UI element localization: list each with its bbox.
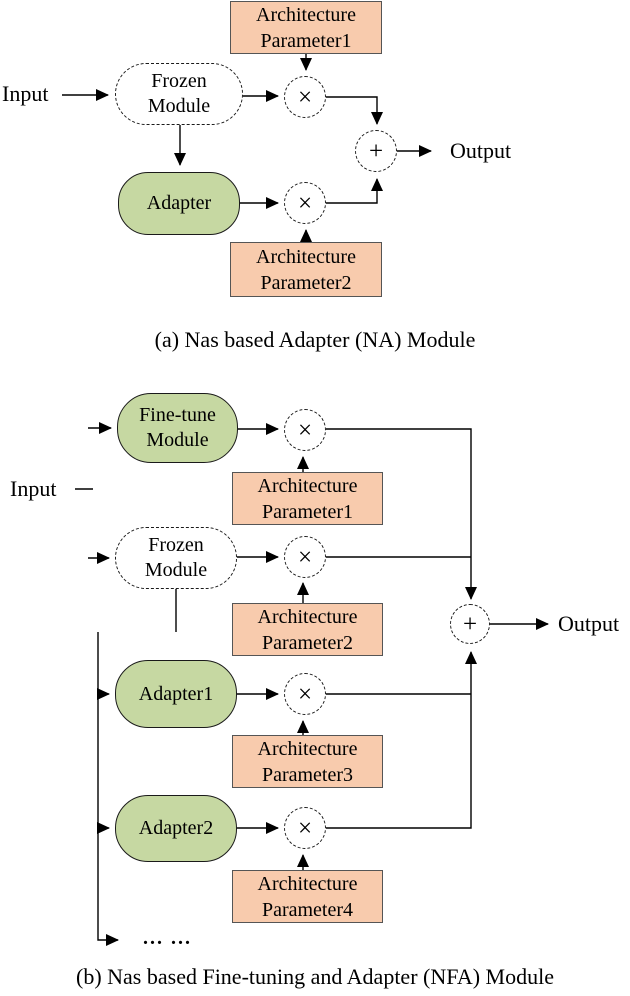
b-frozen-line2: Module bbox=[144, 559, 208, 581]
b-arch-param3-box: Architecture Parameter3 bbox=[232, 735, 383, 788]
b-arch-param4-line2: Parameter4 bbox=[261, 898, 354, 921]
a-caption: (a) Nas based Adapter (NA) Module bbox=[154, 327, 476, 352]
multiply-icon: × bbox=[297, 680, 313, 708]
b-arch-param4-box: Architecture Parameter4 bbox=[232, 870, 383, 923]
b-fine-tune-line2: Module bbox=[146, 429, 209, 451]
b-multiply-node-3: × bbox=[284, 673, 326, 715]
b-adapter2-label: Adapter2 bbox=[138, 817, 214, 839]
a-multiply-node-2: × bbox=[284, 182, 326, 224]
plus-icon: + bbox=[368, 137, 384, 165]
b-arch-param2-box: Architecture Parameter2 bbox=[232, 603, 383, 656]
a-arch-param1-line1: Architecture bbox=[256, 3, 356, 26]
b-fine-tune-line1: Fine-tune bbox=[139, 404, 216, 426]
a-frozen-line1: Frozen bbox=[151, 70, 207, 92]
a-adapter-label: Adapter bbox=[146, 192, 212, 214]
a-multiply-node-1: × bbox=[284, 76, 326, 118]
b-adapter2-node: Adapter2 bbox=[115, 795, 237, 862]
b-fine-tune-module-node: Fine-tune Module bbox=[117, 393, 238, 463]
multiply-icon: × bbox=[297, 814, 313, 842]
multiply-icon: × bbox=[297, 416, 313, 444]
multiply-icon: × bbox=[297, 189, 313, 217]
b-add-node: + bbox=[450, 604, 490, 644]
b-arch-param4-line1: Architecture bbox=[257, 872, 358, 895]
b-ellipsis-label: ... ... bbox=[143, 927, 192, 949]
b-arch-param2-line1: Architecture bbox=[257, 605, 358, 628]
b-adapter1-label: Adapter1 bbox=[138, 682, 214, 705]
multiply-icon: × bbox=[297, 543, 313, 571]
a-arch-param2-line2: Parameter2 bbox=[260, 271, 352, 294]
a-arch-param2-line1: Architecture bbox=[256, 245, 356, 268]
b-multiply-node-4: × bbox=[284, 807, 326, 849]
b-frozen-line1: Frozen bbox=[148, 534, 204, 556]
b-arch-param1-line1: Architecture bbox=[257, 474, 358, 497]
a-arch-param1-line2: Parameter1 bbox=[260, 29, 352, 52]
a-arch-param1-box: Architecture Parameter1 bbox=[230, 1, 382, 54]
a-add-node: + bbox=[355, 130, 397, 172]
b-input-label: Input bbox=[10, 476, 57, 501]
b-arch-param1-line2: Parameter1 bbox=[261, 500, 354, 523]
a-frozen-module-node: Frozen Module bbox=[115, 63, 243, 125]
b-adapter1-node: Adapter1 bbox=[115, 660, 237, 728]
b-frozen-module-node: Frozen Module bbox=[115, 527, 237, 589]
b-arch-param1-box: Architecture Parameter1 bbox=[232, 472, 383, 525]
multiply-icon: × bbox=[297, 83, 313, 111]
b-output-label: Output bbox=[558, 611, 620, 636]
b-arch-param3-line2: Parameter3 bbox=[261, 763, 354, 786]
b-arch-param3-line1: Architecture bbox=[257, 737, 358, 760]
a-input-label: Input bbox=[2, 81, 49, 106]
plus-icon: + bbox=[462, 610, 478, 638]
a-frozen-line2: Module bbox=[147, 95, 211, 117]
b-arch-param2-line2: Parameter2 bbox=[261, 631, 354, 654]
a-adapter-node: Adapter bbox=[118, 172, 240, 235]
a-output-label: Output bbox=[450, 138, 512, 163]
b-multiply-node-1: × bbox=[284, 409, 326, 451]
a-arch-param2-box: Architecture Parameter2 bbox=[230, 242, 382, 297]
b-multiply-node-2: × bbox=[284, 536, 326, 578]
b-caption: (b) Nas based Fine-tuning and Adapter (N… bbox=[76, 964, 554, 989]
